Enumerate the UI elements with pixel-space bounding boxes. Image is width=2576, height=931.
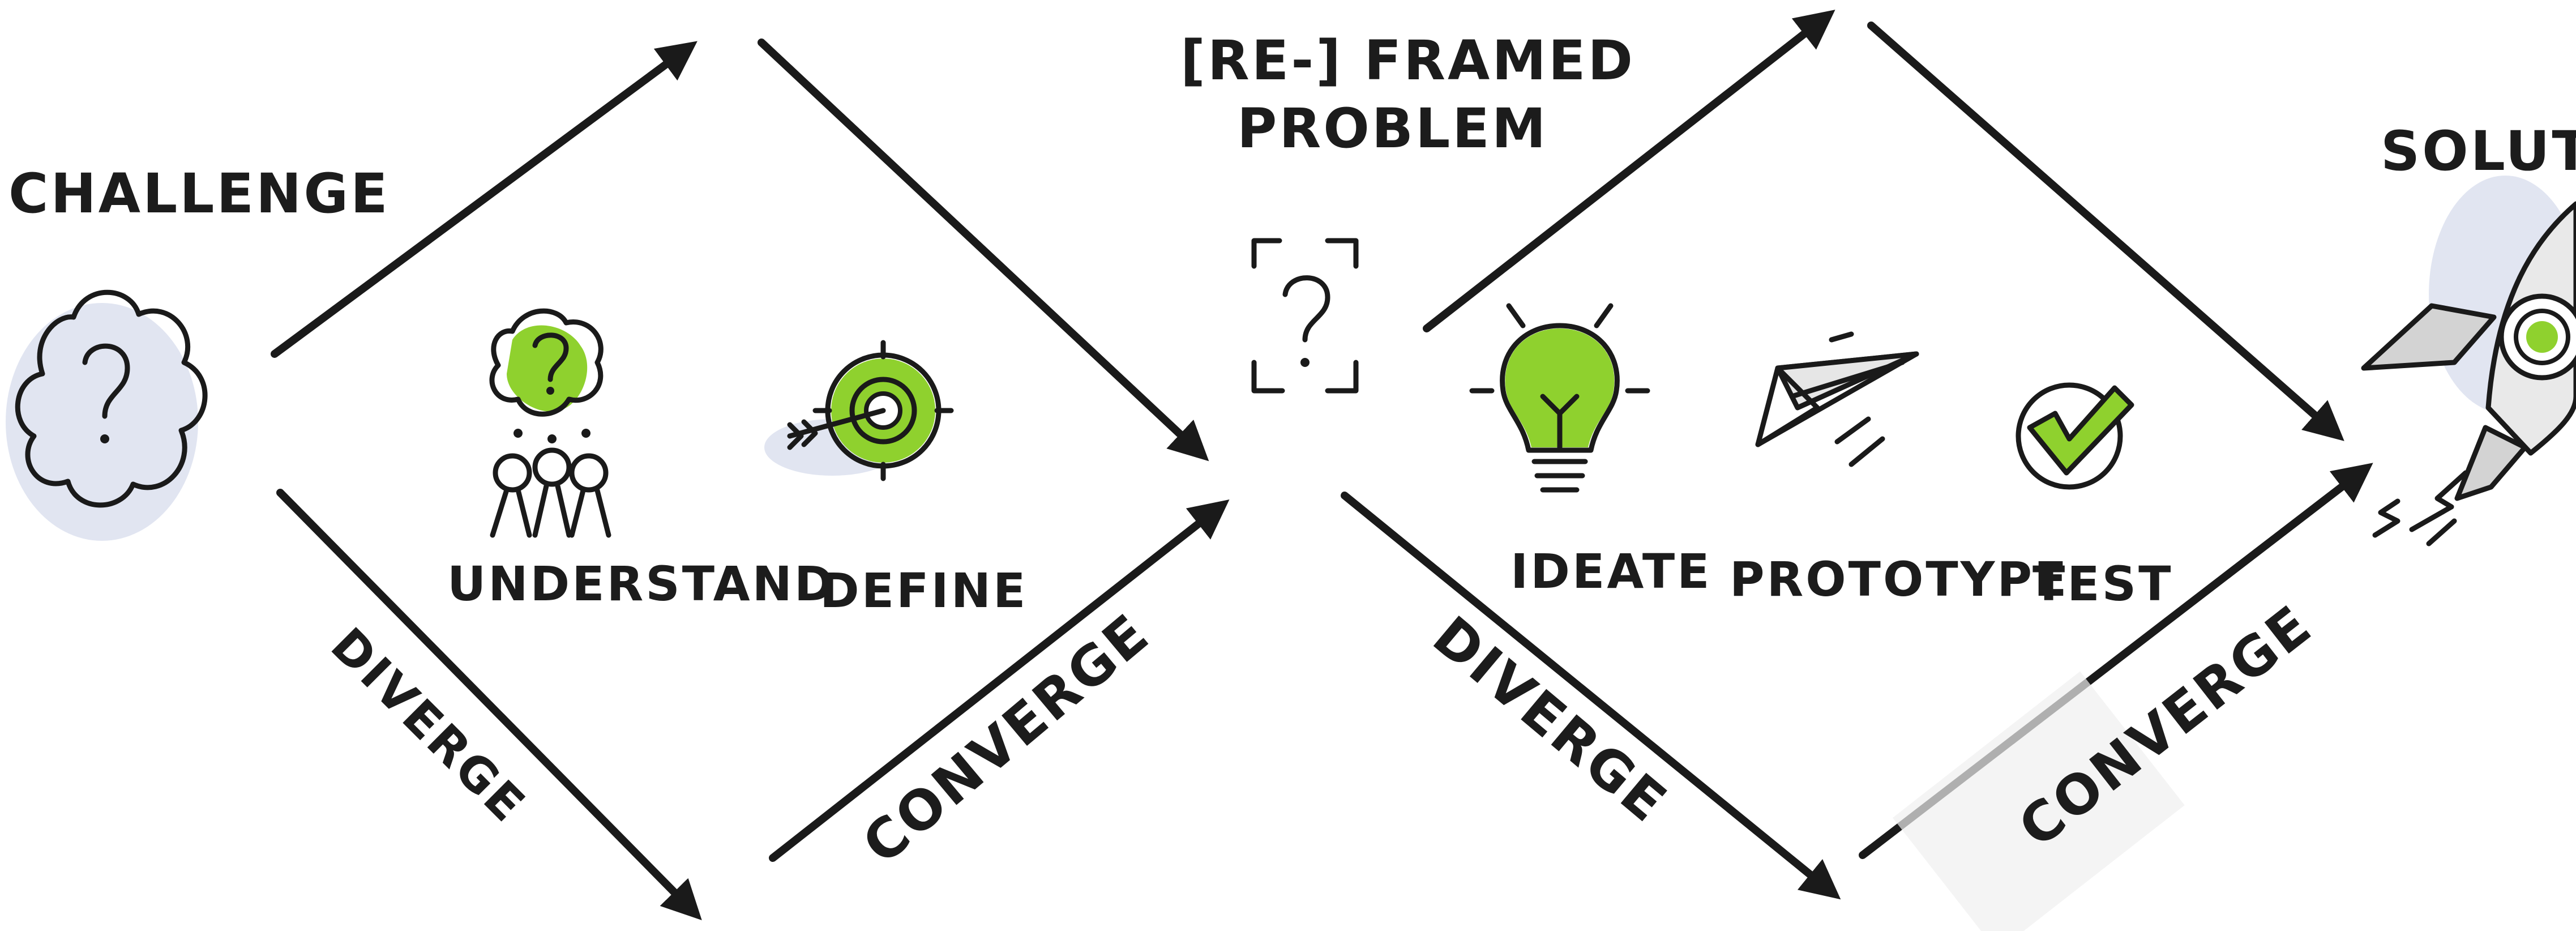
reframe-question-icon — [1251, 238, 1359, 394]
diverge-label-2: DIVERGE — [1421, 604, 1679, 835]
challenge-label: CHALLENGE — [8, 162, 390, 225]
arrows — [271, 10, 2373, 920]
lightbulb-icon — [1469, 303, 1650, 493]
question-cloud-icon — [6, 289, 208, 541]
arrow-down-to-reframe — [769, 499, 1230, 862]
converge-label-2-backdrop — [1893, 671, 2185, 931]
arrow-challenge-up — [271, 41, 698, 358]
reframed-label-line1: [RE-] FRAMED — [1180, 29, 1635, 92]
people-thinking-icon — [489, 308, 611, 538]
paper-plane-icon — [1755, 331, 1919, 467]
arrow-reframe-up — [1423, 10, 1835, 332]
checkmark-circle-icon — [2016, 382, 2134, 490]
solution-label: SOLUTIO — [2381, 119, 2576, 183]
rocket-icon — [2361, 176, 2576, 546]
arrow-reframe-down — [1341, 492, 1841, 900]
arrow-up-to-reframe — [758, 39, 1209, 462]
define-label: DEFINE — [820, 563, 1028, 618]
arrow-up-to-solution — [1867, 22, 2344, 441]
target-arrow-icon — [764, 340, 954, 481]
test-label: TEST — [2032, 556, 2173, 612]
reframed-label-line2: PROBLEM — [1237, 97, 1548, 160]
prototype-label: PROTOTYPE — [1730, 552, 2069, 607]
arrow-challenge-down — [276, 489, 702, 920]
ideate-label: IDEATE — [1510, 544, 1712, 599]
converge-label-1: CONVERGE — [851, 601, 1162, 877]
understand-label: UNDERSTAND — [447, 556, 836, 612]
